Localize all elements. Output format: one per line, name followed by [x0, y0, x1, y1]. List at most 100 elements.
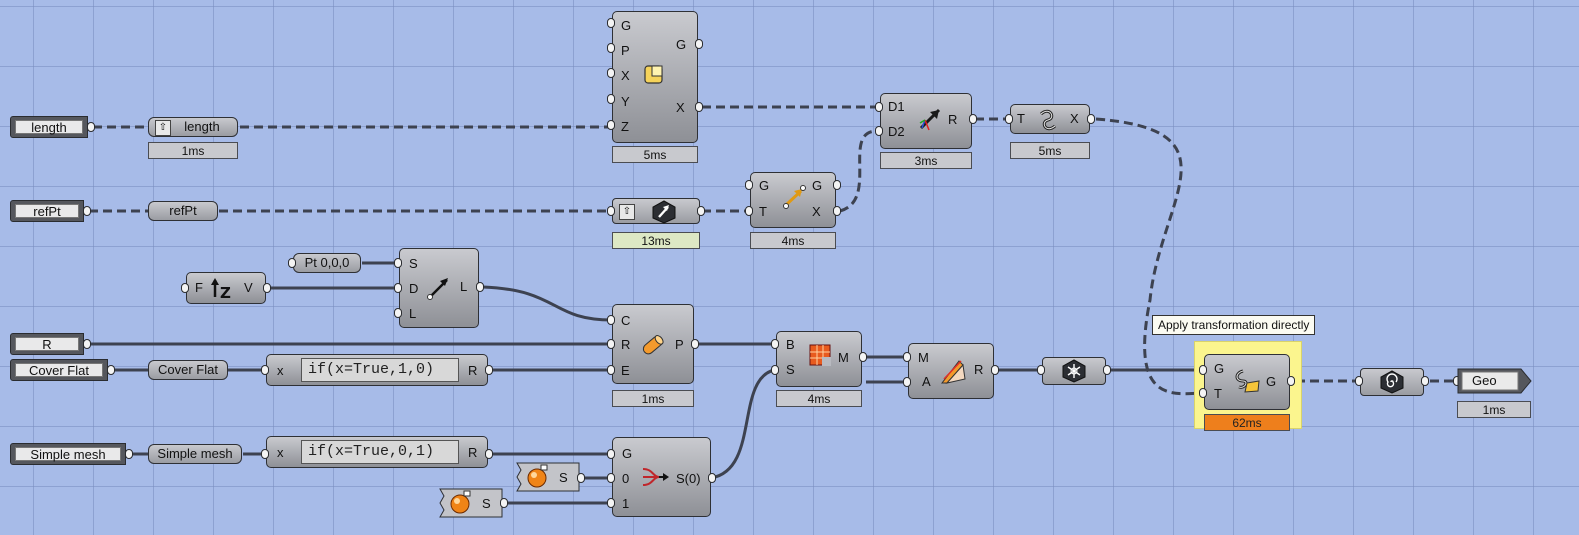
line-grip-d[interactable] — [394, 283, 402, 293]
unitz-grip-f[interactable] — [181, 283, 189, 293]
align-grip-a[interactable] — [903, 377, 911, 387]
pipe-component[interactable]: C R E P — [612, 304, 694, 384]
orient-grip-t[interactable] — [745, 206, 753, 216]
rect-grip-x[interactable] — [607, 68, 615, 78]
mesh-source-1-grip[interactable] — [577, 473, 585, 483]
align-input-a: A — [922, 374, 931, 389]
mesh-param-grip-out[interactable] — [1103, 365, 1111, 375]
geometry-param-grip-out[interactable] — [1421, 376, 1429, 386]
rect-grip-g[interactable] — [607, 18, 615, 28]
rect-grip-z[interactable] — [607, 120, 615, 130]
line-sdl-component[interactable]: S D L L — [399, 248, 479, 328]
rect-grip-p[interactable] — [607, 43, 615, 53]
r-param[interactable]: R — [10, 333, 84, 355]
vec-grip-out-r[interactable] — [969, 114, 977, 124]
line-grip-s[interactable] — [394, 258, 402, 268]
rect-grip-out-x[interactable] — [695, 102, 703, 112]
simple-mesh-relay[interactable]: Simple mesh — [148, 444, 242, 464]
pipe-grip-c[interactable] — [607, 315, 615, 325]
refpt-param-output-grip[interactable] — [83, 206, 91, 216]
length-relay[interactable]: ⇧ length — [148, 117, 238, 137]
mesh-source-2-grip[interactable] — [500, 498, 508, 508]
line-grip-l[interactable] — [394, 308, 402, 318]
expr2-formula[interactable]: if(x=True,0,1) — [301, 440, 459, 464]
point-relay-grip-in[interactable] — [288, 258, 296, 268]
orient-grip-out-x[interactable] — [833, 206, 841, 216]
mirror-grip-out-x[interactable] — [1087, 114, 1095, 124]
brep-grip-s[interactable] — [771, 365, 779, 375]
stream-grip-0[interactable] — [607, 473, 615, 483]
hex-grip-out[interactable] — [697, 206, 705, 216]
vec-grip-d2[interactable] — [875, 126, 883, 136]
stream-input-0: 0 — [622, 471, 630, 486]
orient-input-t: T — [759, 204, 767, 219]
brep-grip-b[interactable] — [771, 339, 779, 349]
transform-component[interactable]: G T G — [1204, 354, 1290, 410]
hex-point-param[interactable]: ⇧ — [612, 198, 700, 224]
vector-icon — [919, 108, 941, 131]
expr1-grip-in[interactable] — [261, 365, 269, 375]
unitz-grip-out[interactable] — [263, 283, 271, 293]
orient-input-g: G — [759, 178, 770, 193]
orient-grip-out-g[interactable] — [833, 180, 841, 190]
brep-input-s: S — [786, 362, 795, 377]
expr2-grip-out[interactable] — [485, 449, 493, 459]
align-grip-m[interactable] — [903, 352, 911, 362]
mesh-source-1-output: S — [559, 470, 568, 485]
rect-grip-out-g[interactable] — [695, 39, 703, 49]
pipe-grip-e[interactable] — [607, 365, 615, 375]
mesh-source-2[interactable] — [438, 488, 504, 518]
rect-output-x: X — [676, 100, 685, 115]
stream-grip-1[interactable] — [607, 498, 615, 508]
simple-mesh-param-output-grip[interactable] — [125, 449, 133, 459]
cover-flat-param[interactable]: Cover Flat — [10, 359, 108, 381]
cover-flat-param-output-grip[interactable] — [107, 365, 115, 375]
align-grip-out[interactable] — [991, 365, 999, 375]
mirror-component[interactable]: T X — [1010, 104, 1090, 134]
refpt-param[interactable]: refPt — [10, 200, 84, 222]
rect-grip-y[interactable] — [607, 94, 615, 104]
transform-grip-out[interactable] — [1287, 376, 1295, 386]
geometry-param-grip-in[interactable] — [1355, 376, 1363, 386]
mirror-grip-t[interactable] — [1005, 114, 1013, 124]
length-param-output-grip[interactable] — [87, 122, 95, 132]
brep-grip-out[interactable] — [859, 352, 867, 362]
vec-grip-d1[interactable] — [875, 102, 883, 112]
mesh-brep-component[interactable]: B S M — [776, 331, 862, 387]
align-component[interactable]: M A R — [908, 343, 994, 399]
unit-z-component[interactable]: F V Z — [186, 272, 266, 304]
r-param-output-grip[interactable] — [83, 339, 91, 349]
transform-grip-t[interactable] — [1199, 388, 1207, 398]
pipe-grip-out[interactable] — [691, 339, 699, 349]
expr1-grip-out[interactable] — [485, 365, 493, 375]
stream-output-s0: S(0) — [676, 471, 701, 486]
expr2-grip-in[interactable] — [261, 449, 269, 459]
simple-mesh-param[interactable]: Simple mesh — [10, 443, 126, 465]
cover-flat-relay[interactable]: Cover Flat — [148, 360, 228, 380]
stream-grip-out[interactable] — [708, 473, 716, 483]
length-param[interactable]: length — [10, 116, 88, 138]
rect-input-x: X — [621, 68, 630, 83]
geometry-param[interactable] — [1360, 368, 1424, 396]
mesh-source-1[interactable] — [515, 462, 581, 492]
stream-grip-g[interactable] — [607, 449, 615, 459]
pipe-grip-r[interactable] — [607, 339, 615, 349]
orient-component[interactable]: G T G X — [750, 172, 836, 228]
geo-output-param[interactable] — [1457, 368, 1533, 394]
hex-grip-in[interactable] — [607, 206, 615, 216]
vector-2pt-component[interactable]: D1 D2 R — [880, 93, 972, 149]
mesh-param-grip-in[interactable] — [1037, 365, 1045, 375]
expr1-formula[interactable]: if(x=True,1,0) — [301, 358, 459, 382]
rectangle-component[interactable]: G P X Y Z G X — [612, 11, 698, 143]
vec-input-d1: D1 — [888, 99, 905, 114]
line-grip-out[interactable] — [476, 282, 484, 292]
refpt-relay[interactable]: refPt — [148, 201, 218, 221]
stream-filter-component[interactable]: G 0 1 S(0) — [612, 437, 711, 517]
expression-1-component[interactable]: x if(x=True,1,0) R — [266, 354, 488, 386]
orient-grip-g[interactable] — [745, 180, 753, 190]
point-relay[interactable]: Pt 0,0,0 — [293, 253, 361, 273]
transform-grip-g[interactable] — [1199, 365, 1207, 375]
expression-2-component[interactable]: x if(x=True,0,1) R — [266, 436, 488, 468]
mesh-param[interactable] — [1042, 357, 1106, 385]
